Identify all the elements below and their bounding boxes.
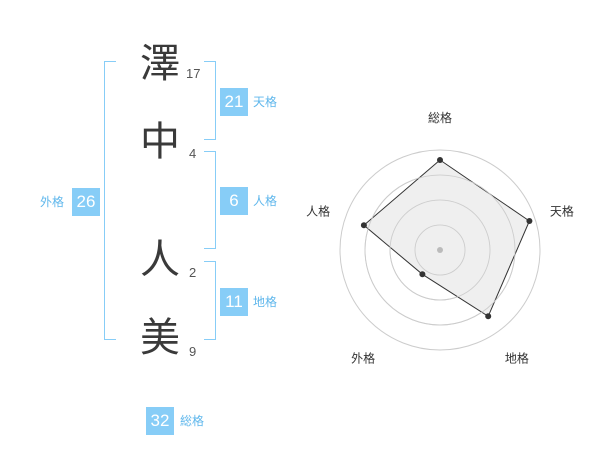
gaikaku-label: 外格 bbox=[40, 195, 65, 209]
soukaku-label: 総格 bbox=[180, 414, 205, 428]
name-char-2: 中 bbox=[140, 119, 180, 165]
name-char-1: 澤 bbox=[140, 41, 180, 87]
chikaku-value-badge: 11 bbox=[220, 288, 248, 316]
radar-axis-label-3: 地格 bbox=[505, 350, 529, 365]
radar-ring-overlay-1 bbox=[414, 224, 466, 276]
radar-ring-overlay-2 bbox=[389, 199, 491, 301]
jinkaku-label: 人格 bbox=[253, 194, 278, 208]
stroke-count-4: 9 bbox=[189, 344, 197, 359]
jinkaku-value-badge: 6 bbox=[220, 187, 248, 215]
chikaku-label: 地格 bbox=[253, 295, 278, 309]
radar-point-4 bbox=[419, 271, 426, 278]
name-char-4: 美 bbox=[140, 315, 180, 361]
radar-center-dot bbox=[437, 247, 443, 253]
radar-axis-label-1: 総格 bbox=[428, 110, 452, 125]
stroke-count-2: 4 bbox=[189, 146, 197, 161]
radar-point-5 bbox=[360, 222, 367, 229]
radar-axis-label-5: 人格 bbox=[306, 204, 330, 219]
radar-axis-label-2: 天格 bbox=[550, 204, 574, 219]
chikaku-bracket bbox=[204, 261, 216, 340]
radar-axis-label-4: 外格 bbox=[351, 350, 375, 365]
stroke-count-1: 17 bbox=[186, 66, 201, 81]
tenkaku-label: 天格 bbox=[253, 95, 278, 109]
radar-data-polygon bbox=[363, 159, 531, 318]
tenkaku-bracket bbox=[204, 61, 216, 140]
gaikaku-bracket bbox=[104, 61, 116, 340]
soukaku-value-badge: 32 bbox=[146, 407, 174, 435]
radar-ring-overlay-3 bbox=[364, 174, 516, 326]
jinkaku-bracket bbox=[204, 151, 216, 249]
name-char-3: 人 bbox=[140, 237, 180, 283]
radar-point-2 bbox=[526, 218, 533, 224]
radar-point-1 bbox=[437, 157, 443, 163]
stroke-count-3: 2 bbox=[189, 265, 197, 280]
tenkaku-value-badge: 21 bbox=[220, 88, 248, 116]
radar-point-3 bbox=[485, 313, 492, 320]
gaikaku-value-badge: 26 bbox=[72, 188, 100, 216]
